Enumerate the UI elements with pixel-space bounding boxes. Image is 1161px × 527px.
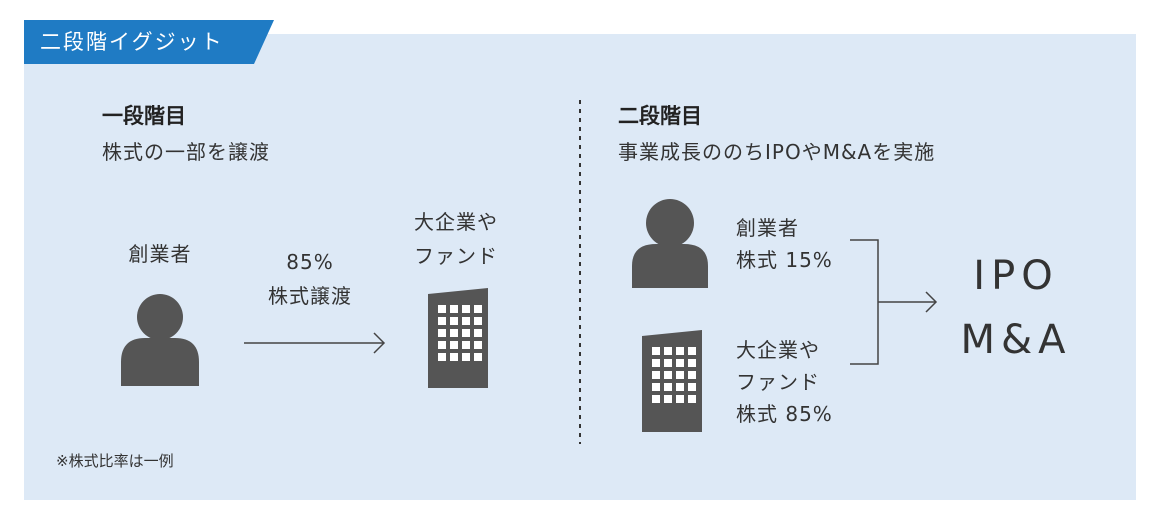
result-ipo: IPO — [973, 253, 1059, 299]
result-ma: M&A — [960, 317, 1072, 363]
stage-one-arrow-label: 株式譲渡 — [268, 284, 352, 308]
arrow-right-icon — [244, 332, 386, 354]
stage-one-heading: 一段階目 — [102, 104, 186, 128]
stage-two-heading: 二段階目 — [618, 104, 702, 128]
building-icon — [642, 330, 702, 432]
bracket-icon — [850, 239, 879, 365]
stage-one-buyer-line2: ファンド — [414, 244, 498, 268]
header-tab-shape — [24, 20, 274, 64]
person-icon — [632, 199, 708, 288]
stage-one-founder-label: 創業者 — [128, 242, 192, 266]
stage-one-subheading: 株式の一部を譲渡 — [102, 140, 270, 164]
stage-one-arrow-percent: 85% — [286, 250, 334, 274]
stage-two-founder-share: 株式 15% — [736, 248, 833, 272]
header-tab: 二段階イグジット — [24, 20, 274, 64]
stage-two-buyer-line2: ファンド — [736, 370, 820, 394]
person-icon — [121, 294, 199, 386]
stage-two-founder-label: 創業者 — [736, 216, 799, 240]
stage-two-buyer-share: 株式 85% — [736, 402, 833, 426]
header-tab-label: 二段階イグジット — [40, 30, 224, 54]
building-icon — [428, 288, 488, 388]
stage-two-buyer-line1: 大企業や — [736, 338, 820, 362]
stage-one-buyer-line1: 大企業や — [414, 210, 498, 234]
stage-two-subheading: 事業成長ののちIPOやM&Aを実施 — [618, 140, 936, 164]
arrow-right-icon — [878, 291, 938, 313]
ratio-note: ※株式比率は一例 — [56, 452, 174, 470]
